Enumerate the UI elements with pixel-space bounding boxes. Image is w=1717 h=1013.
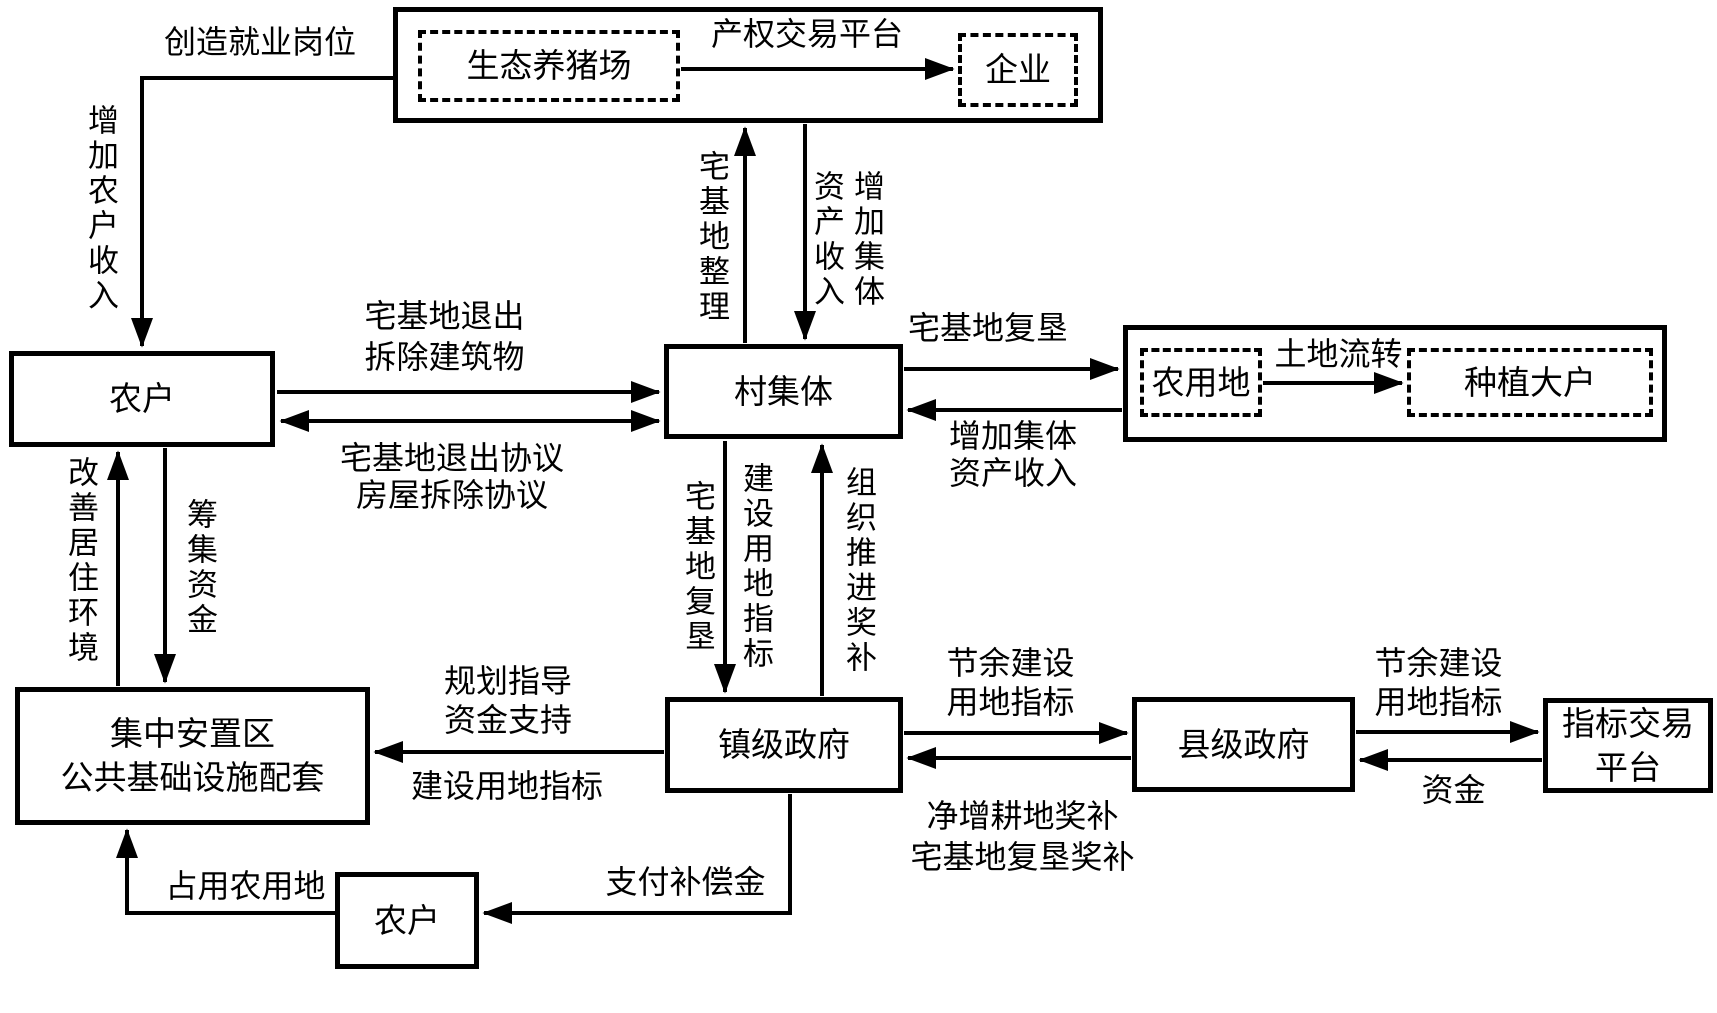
edge-label-homestead-consolidation: 宅基地整理: [694, 150, 729, 325]
node-town-government: 镇级政府: [665, 697, 903, 793]
edge-label-homestead-reclamation: 宅基地复垦: [907, 310, 1068, 346]
edge-label-homestead-exit-agreements: 宅基地退出协议 房屋拆除协议: [339, 440, 564, 513]
right-container-box: [1123, 325, 1667, 442]
edge-label-net-cropland-rewards: 净增耕地奖补 宅基地复垦奖补: [910, 798, 1135, 875]
edge-label-increase-farmer-income: 增加农户收入: [83, 104, 118, 314]
edge-label-create-jobs: 创造就业岗位: [163, 24, 356, 60]
edge-label-improve-living-environment: 改善居住环境: [63, 456, 98, 666]
edge-label-occupy-farmland: 占用农用地: [165, 868, 326, 904]
node-county-government: 县级政府: [1132, 697, 1355, 792]
arrow-town-pay-compensation: [482, 794, 792, 924]
node-enterprise: 企业: [958, 33, 1078, 107]
edge-label-surplus-index-town: 节余建设 用地指标: [946, 645, 1075, 720]
arrow-occupy-farmland: [116, 828, 335, 915]
edge-label-planning-guidance-funding: 规划指导 资金支持: [443, 663, 572, 738]
node-farmer: 农户: [9, 351, 275, 447]
edge-label-pay-compensation: 支付补偿金: [605, 864, 766, 900]
edge-label-construction-land-index: 建设用地指标: [410, 768, 603, 804]
node-farmland: 农用地: [1140, 348, 1262, 417]
node-large-planter: 种植大户: [1407, 348, 1653, 417]
edge-label-construction-land-index-vertical: 建设用地指标: [738, 462, 773, 672]
node-index-trading-platform: 指标交易 平台: [1543, 698, 1713, 793]
edge-label-homestead-exit-demolish: 宅基地退出 拆除建筑物: [364, 298, 525, 375]
arrow-create-jobs: [131, 76, 393, 348]
edge-label-increase-collective-asset-income-vertical: 增加集体资产收入: [809, 170, 884, 310]
node-village-collective: 村集体: [664, 344, 903, 439]
edge-label-raise-funds: 筹集资金: [182, 498, 217, 638]
node-eco-pig-farm: 生态养猪场: [418, 30, 680, 102]
node-farmer-bottom: 农户: [335, 872, 479, 969]
edge-label-homestead-reclamation-vertical: 宅基地复垦: [680, 480, 715, 655]
edge-label-organize-promote-reward: 组织推进奖补: [841, 466, 876, 676]
edge-label-land-transfer: 土地流转: [1274, 336, 1403, 372]
node-resettlement-area: 集中安置区 公共基础设施配套: [15, 687, 370, 825]
edge-label-increase-collective-asset-income: 增加集体 资产收入: [948, 418, 1077, 491]
edge-label-surplus-index-county: 节余建设 用地指标: [1374, 645, 1503, 720]
top-container-box: [393, 7, 1103, 123]
edge-label-property-rights-platform: 产权交易平台: [710, 16, 903, 52]
edge-label-funds: 资金: [1421, 772, 1486, 808]
